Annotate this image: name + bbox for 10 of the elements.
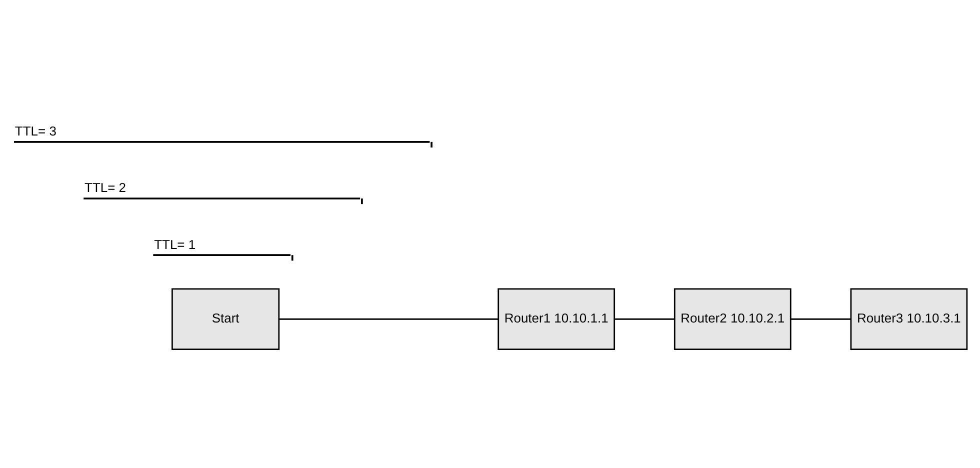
connector (614, 318, 674, 320)
label: TTL= 1 (154, 236, 196, 252)
label: TTL= 3 (14, 124, 56, 139)
node-box: Router3 10.10.3.1 (850, 288, 968, 350)
label: TTL= 2 (84, 180, 126, 196)
node-box: Router1 10.10.1.1 (498, 288, 616, 350)
connector (790, 318, 851, 320)
node-box: Start (172, 288, 280, 350)
connector (278, 318, 498, 320)
node-box: Router2 10.10.2.1 (674, 288, 792, 350)
